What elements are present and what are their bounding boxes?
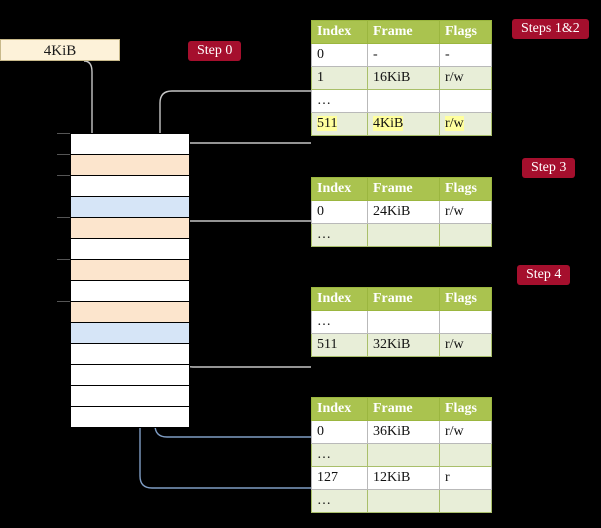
- memory-row: [57, 259, 189, 280]
- table-row: …: [311, 443, 492, 467]
- page-table-level-2: Index Frame Flags 0 24KiB r/w …: [311, 177, 492, 247]
- cell-flags: r/w: [439, 420, 492, 444]
- cell-frame: 16KiB: [367, 66, 440, 90]
- table-row: 127 12KiB r: [311, 466, 492, 490]
- badge-step-0: Step 0: [188, 41, 242, 61]
- memory-row: [71, 280, 189, 301]
- cell-index: 0: [311, 43, 368, 67]
- cell-frame: 4KiB: [367, 112, 440, 136]
- cell-frame: 32KiB: [367, 333, 440, 357]
- cell-index: …: [311, 489, 368, 513]
- memory-row: [71, 196, 189, 217]
- cell-index: …: [311, 89, 368, 113]
- memory-row-tick: [57, 133, 70, 134]
- memory-row: [57, 301, 189, 322]
- memory-row-tick: [57, 259, 70, 260]
- memory-row: [71, 364, 189, 385]
- table-row: 1 16KiB r/w: [311, 66, 492, 90]
- cell-flags: [439, 89, 492, 113]
- memory-row: [57, 154, 189, 175]
- memory-row: [71, 385, 189, 406]
- column-header-flags: Flags: [439, 20, 492, 44]
- wire-level2-to-memory: [176, 220, 311, 288]
- cell-frame: 12KiB: [367, 466, 440, 490]
- table-row: 0 24KiB r/w: [311, 200, 492, 224]
- cell-frame: [367, 223, 440, 247]
- table-row: …: [311, 89, 492, 113]
- memory-row-tick: [57, 217, 70, 218]
- column-header-frame: Frame: [367, 177, 440, 201]
- cell-frame: [367, 310, 440, 334]
- cell-flags: [439, 310, 492, 334]
- page-table-level-1: Index Frame Flags 0 - - 1 16KiB r/w … 51…: [311, 20, 492, 136]
- column-header-index: Index: [311, 177, 368, 201]
- cell-index: …: [311, 310, 368, 334]
- cell-flags: [439, 223, 492, 247]
- cell-index: 0: [311, 420, 368, 444]
- column-header-index: Index: [311, 397, 368, 421]
- memory-row: [57, 217, 189, 238]
- table-header-row: Index Frame Flags: [311, 287, 492, 311]
- cell-flags: r/w: [439, 112, 492, 136]
- table-row: 0 36KiB r/w: [311, 420, 492, 444]
- table-row-highlighted: 511 4KiB r/w: [311, 112, 492, 136]
- physical-memory-column: [57, 133, 190, 428]
- memory-row-tick: [57, 301, 70, 302]
- column-header-index: Index: [311, 287, 368, 311]
- memory-row: [57, 175, 189, 196]
- cell-index: 511: [311, 333, 368, 357]
- memory-row-tick: [57, 154, 70, 155]
- cell-frame: [367, 489, 440, 513]
- cell-flags: r/w: [439, 200, 492, 224]
- column-header-flags: Flags: [439, 177, 492, 201]
- column-header-flags: Flags: [439, 287, 492, 311]
- table-row: 511 32KiB r/w: [311, 333, 492, 357]
- cell-index: 0: [311, 200, 368, 224]
- column-header-frame: Frame: [367, 20, 440, 44]
- memory-row: [71, 406, 189, 427]
- cell-flags: -: [439, 43, 492, 67]
- cell-index: 511: [311, 112, 368, 136]
- column-header-frame: Frame: [367, 287, 440, 311]
- memory-row: [71, 322, 189, 343]
- badge-step-3: Step 3: [522, 158, 576, 178]
- memory-row: [57, 133, 189, 154]
- cell-frame: [367, 443, 440, 467]
- wire-level3-to-memory: [174, 308, 311, 368]
- cell-index: 127: [311, 466, 368, 490]
- table-header-row: Index Frame Flags: [311, 177, 492, 201]
- table-header-row: Index Frame Flags: [311, 20, 492, 44]
- page-table-level-3: Index Frame Flags … 511 32KiB r/w: [311, 287, 492, 357]
- table-row: …: [311, 310, 492, 334]
- table-row: …: [311, 223, 492, 247]
- cell-frame: 36KiB: [367, 420, 440, 444]
- memory-row: [71, 343, 189, 364]
- cell-flags: r/w: [439, 66, 492, 90]
- cell-frame: [367, 89, 440, 113]
- cell-flags: [439, 443, 492, 467]
- cell-flags: [439, 489, 492, 513]
- cell-frame: 24KiB: [367, 200, 440, 224]
- column-header-flags: Flags: [439, 397, 492, 421]
- page-table-level-4: Index Frame Flags 0 36KiB r/w … 127 12Ki…: [311, 397, 492, 513]
- cell-frame: -: [367, 43, 440, 67]
- column-header-frame: Frame: [367, 397, 440, 421]
- column-header-index: Index: [311, 20, 368, 44]
- cell-flags: r/w: [439, 333, 492, 357]
- cell-flags: r: [439, 466, 492, 490]
- badge-step-4: Step 4: [517, 265, 571, 285]
- memory-row-tick: [57, 175, 70, 176]
- source-frame-box: 4KiB: [0, 39, 120, 61]
- cell-index: …: [311, 223, 368, 247]
- badge-steps-1-and-2: Steps 1&2: [512, 19, 589, 39]
- table-row: …: [311, 489, 492, 513]
- table-header-row: Index Frame Flags: [311, 397, 492, 421]
- cell-index: 1: [311, 66, 368, 90]
- table-row: 0 - -: [311, 43, 492, 67]
- cell-index: …: [311, 443, 368, 467]
- memory-row: [71, 238, 189, 259]
